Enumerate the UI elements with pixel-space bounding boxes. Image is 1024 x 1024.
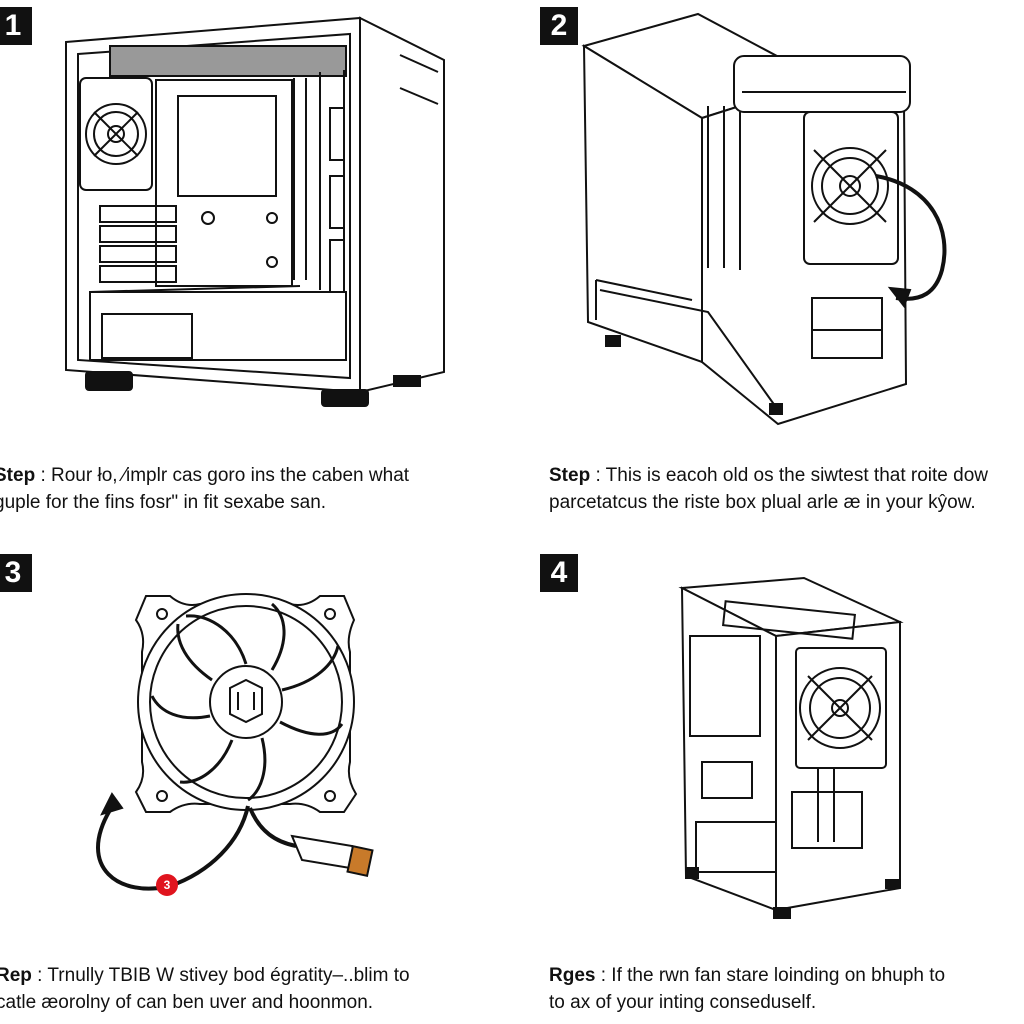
rear-fan-icon [79,77,153,191]
step-3-caption-line-2: catle æorolny of can ben uver and hoonmo… [0,992,374,1013]
step-4-number-badge: 4 [540,554,578,592]
step-2-caption-line-2: parcetatcus the riste box plual arle æ i… [549,492,976,513]
case-fan-icon [134,593,358,813]
step-2-caption-line-1: Step : This is eacoh old os the siwtest … [549,465,988,486]
step-2-number-badge: 2 [540,7,578,45]
step-1-caption-line-2: guple for the fins fosr" in fit sexabe s… [0,492,327,513]
step-3-number-badge: 3 [0,554,32,592]
step-2-caption: Step : This is eacoh old os the siwtest … [549,462,988,516]
step-1-panel: 1 Step : Rour ło, ∕im [0,0,512,513]
top-fan-icon [803,111,899,265]
step-3-panel: 3 3 Rep : Trnully TBIB W stiv [0,512,512,1024]
rotate-arrow-icon [875,174,947,301]
cable-marker-dot: 3 [156,874,178,896]
step-4-panel: 4 Rges : If the rwn fan stare loinding o… [512,512,1024,1024]
cable-marker-label: 3 [163,878,171,892]
case-fan-with-cable-illustration [96,593,374,891]
step-3-caption-line-1: Rep : Trnully TBIB W stivey bod égratity… [0,965,410,986]
step-1-number-badge: 1 [0,7,32,45]
pc-case-installed-fan-illustration [678,576,904,919]
step-4-caption: Rges : If the rwn fan stare loinding on … [549,962,945,1016]
step-4-caption-line-1: Rges : If the rwn fan stare loinding on … [549,965,946,986]
step-1-caption: Step : Rour ło, ∕implr cas goro ins the … [0,462,409,516]
pc-case-top-fan-illustration [581,12,947,426]
fan-connector-icon [290,834,374,877]
step-2-panel: 2 Step : This is eacoh old os the siwtes… [512,0,1024,513]
installed-fan-icon [795,647,887,769]
pc-case-open-side-illustration [65,16,445,407]
step-3-caption: Rep : Trnully TBIB W stivey bod égratity… [0,962,410,1016]
step-1-caption-line-1: Step : Rour ło, ∕implr cas goro ins the … [0,465,410,486]
step-4-caption-line-2: to ax of your inting conseduself. [549,992,817,1013]
